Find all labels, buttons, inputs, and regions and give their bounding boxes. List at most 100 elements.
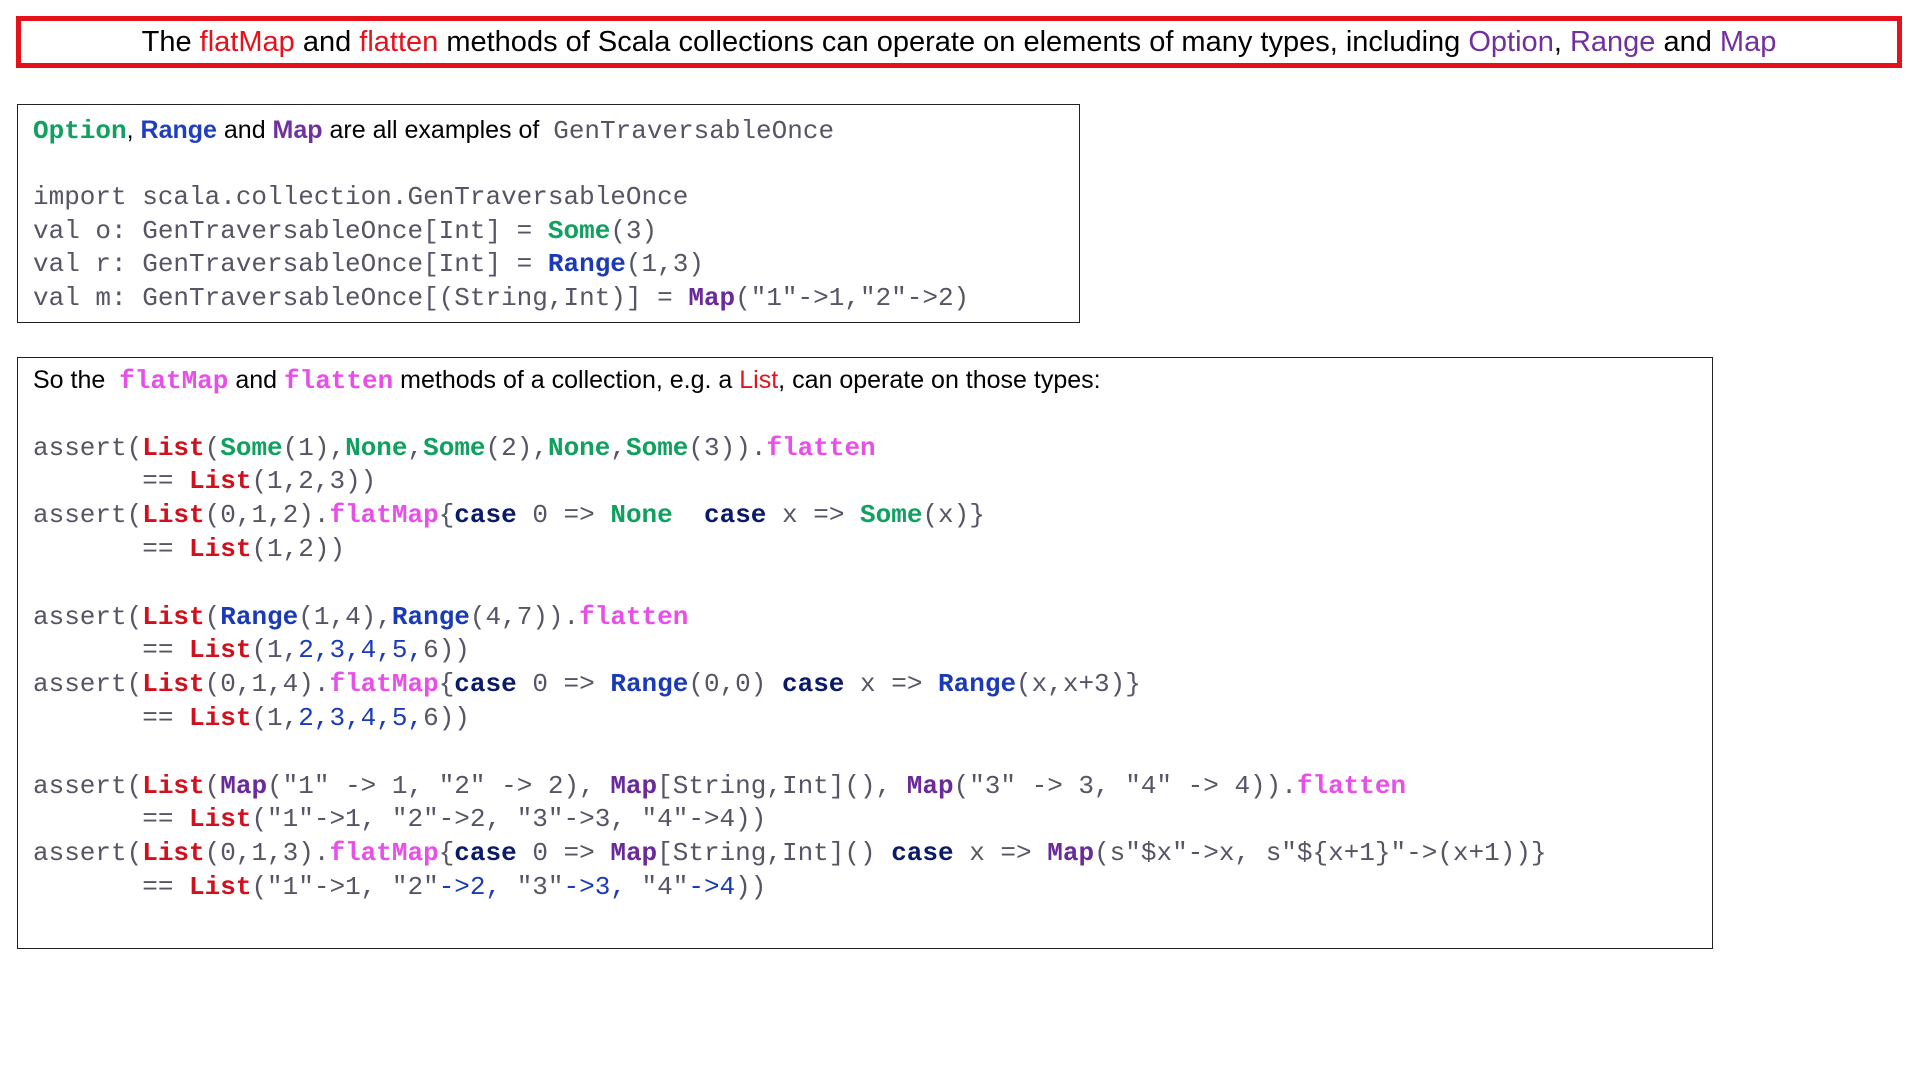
code-token: flatten xyxy=(1296,770,1407,801)
code-token: Map xyxy=(220,770,268,801)
code-token: == xyxy=(33,804,190,835)
code-token: methods of a collection, e.g. a xyxy=(393,366,740,394)
code-token: ->2, xyxy=(438,872,517,902)
code-token: (3)). xyxy=(688,432,767,463)
code-token: Range xyxy=(391,601,470,632)
code-token: Some xyxy=(423,432,486,463)
code-token: Some xyxy=(547,215,611,246)
code-token: (1,2,3)) xyxy=(251,466,377,497)
code-token: Some xyxy=(220,432,283,463)
code-token: Map xyxy=(906,770,954,801)
code-token: , can operate on those types: xyxy=(778,366,1101,394)
code-token: ->4 xyxy=(688,872,736,902)
code-line: assert(List(Map("1" -> 1, "2" -> 2), Map… xyxy=(33,769,1406,803)
code-line: val o: GenTraversableOnce[Int] = Some(3) xyxy=(33,214,657,248)
code-line: assert(List(Range(1,4),Range(4,7)).flatt… xyxy=(33,600,688,634)
code-token: flatMap xyxy=(329,669,439,700)
title-segment: methods of Scala collections can operate… xyxy=(438,25,1469,58)
code-line: assert(List(Some(1),None,Some(2),None,So… xyxy=(33,431,876,465)
code-token: == xyxy=(33,466,190,497)
code-token: case xyxy=(781,669,845,700)
code-token: and xyxy=(216,116,273,144)
code-token: (1,2)) xyxy=(251,534,346,564)
code-token: ("3" -> 3, "4" -> 4)). xyxy=(953,770,1297,801)
code-token: Some xyxy=(626,432,689,463)
title-segment: Option xyxy=(1468,25,1554,58)
code-token: flatMap xyxy=(329,500,439,531)
code-token: (3) xyxy=(610,215,658,246)
code-token: == xyxy=(33,703,190,733)
code-token: 6)) xyxy=(423,703,470,733)
code-token: GenTraversableOnce xyxy=(553,116,835,146)
title-segment: flatMap xyxy=(199,25,295,58)
code-token: List xyxy=(189,466,252,497)
code-token: Range xyxy=(610,669,689,700)
code-token: case xyxy=(891,838,954,869)
code-token: , xyxy=(610,432,626,463)
code-token: val o: GenTraversableOnce[Int] = xyxy=(33,215,548,246)
code-token: assert( xyxy=(33,432,143,463)
code-token: case xyxy=(454,838,517,869)
code-line: == List(1,2,3,4,5,6)) xyxy=(33,633,470,667)
code-token: 6)) xyxy=(423,635,470,666)
code-token: (1), xyxy=(282,432,346,463)
code-token: None xyxy=(610,500,673,531)
code-token: (x)} xyxy=(922,500,985,531)
code-token: == xyxy=(33,534,190,564)
code-token: (1, xyxy=(251,703,299,733)
code-token: are all examples of xyxy=(322,116,554,144)
code-token: ( xyxy=(204,432,221,463)
code-token: == xyxy=(33,872,190,902)
code-token: flatMap xyxy=(119,366,229,396)
title-segment: Map xyxy=(1719,25,1777,58)
code-token: ("1"->1, "2"->2, "3"->3, "4"->4)) xyxy=(251,804,767,835)
title-segment: and xyxy=(1655,25,1720,58)
code-token: assert( xyxy=(33,500,143,531)
code-line: assert(List(0,1,3).flatMap{case 0 => Map… xyxy=(33,836,1547,870)
code-token: List xyxy=(142,770,205,801)
title-segment: Range xyxy=(1569,25,1656,58)
code-token: [String,Int](), xyxy=(657,770,907,801)
code-token: Map xyxy=(610,838,658,869)
code-token: x => xyxy=(953,838,1048,869)
code-token: List xyxy=(142,838,205,869)
code-token: assert( xyxy=(33,838,143,869)
code-token: (1, xyxy=(251,635,299,666)
code-token: List xyxy=(142,669,205,700)
code-token: { xyxy=(438,838,455,869)
code-token: assert( xyxy=(33,770,143,801)
code-token: ("1"->1,"2"->2) xyxy=(735,283,970,313)
code-token: Map xyxy=(1047,838,1095,869)
gentraversable-panel: Option, Range and Map are all examples o… xyxy=(17,104,1080,323)
code-token: and xyxy=(228,366,284,394)
title-text: The flatMap and flatten methods of Scala… xyxy=(142,26,1777,59)
flatmap-examples-panel: So the flatMap and flatten methods of a … xyxy=(17,357,1713,949)
code-token: 2,3,4,5, xyxy=(298,635,424,666)
code-token: flatten xyxy=(284,366,394,396)
title-segment: , xyxy=(1553,25,1570,58)
title-segment: The xyxy=(141,25,200,58)
code-token: , xyxy=(407,432,424,463)
code-token: ( xyxy=(204,601,221,632)
code-token: List xyxy=(189,703,252,733)
code-token: List xyxy=(189,635,252,666)
code-token: 0 => xyxy=(516,838,611,869)
code-token: 0 => xyxy=(516,669,611,700)
code-token: ( xyxy=(204,770,221,801)
code-line: == List(1,2,3,4,5,6)) xyxy=(33,701,470,735)
code-token: List xyxy=(189,872,252,902)
code-line: == List(1,2)) xyxy=(33,532,345,566)
code-line: == List("1"->1, "2"->2, "3"->3, "4"->4)) xyxy=(33,802,766,836)
code-token: Map xyxy=(610,770,658,801)
code-token: flatten xyxy=(766,432,876,463)
code-token: assert( xyxy=(33,669,143,700)
code-token: assert( xyxy=(33,601,143,632)
code-token xyxy=(673,500,704,530)
code-line: == List(1,2,3)) xyxy=(33,464,376,498)
code-line: assert(List(0,1,2).flatMap{case 0 => Non… xyxy=(33,498,985,532)
code-token: (4,7)). xyxy=(469,601,580,632)
code-token: 0 => xyxy=(516,500,611,531)
code-token: case xyxy=(454,669,517,700)
code-token: Range xyxy=(220,601,299,632)
code-token: , xyxy=(126,116,141,144)
